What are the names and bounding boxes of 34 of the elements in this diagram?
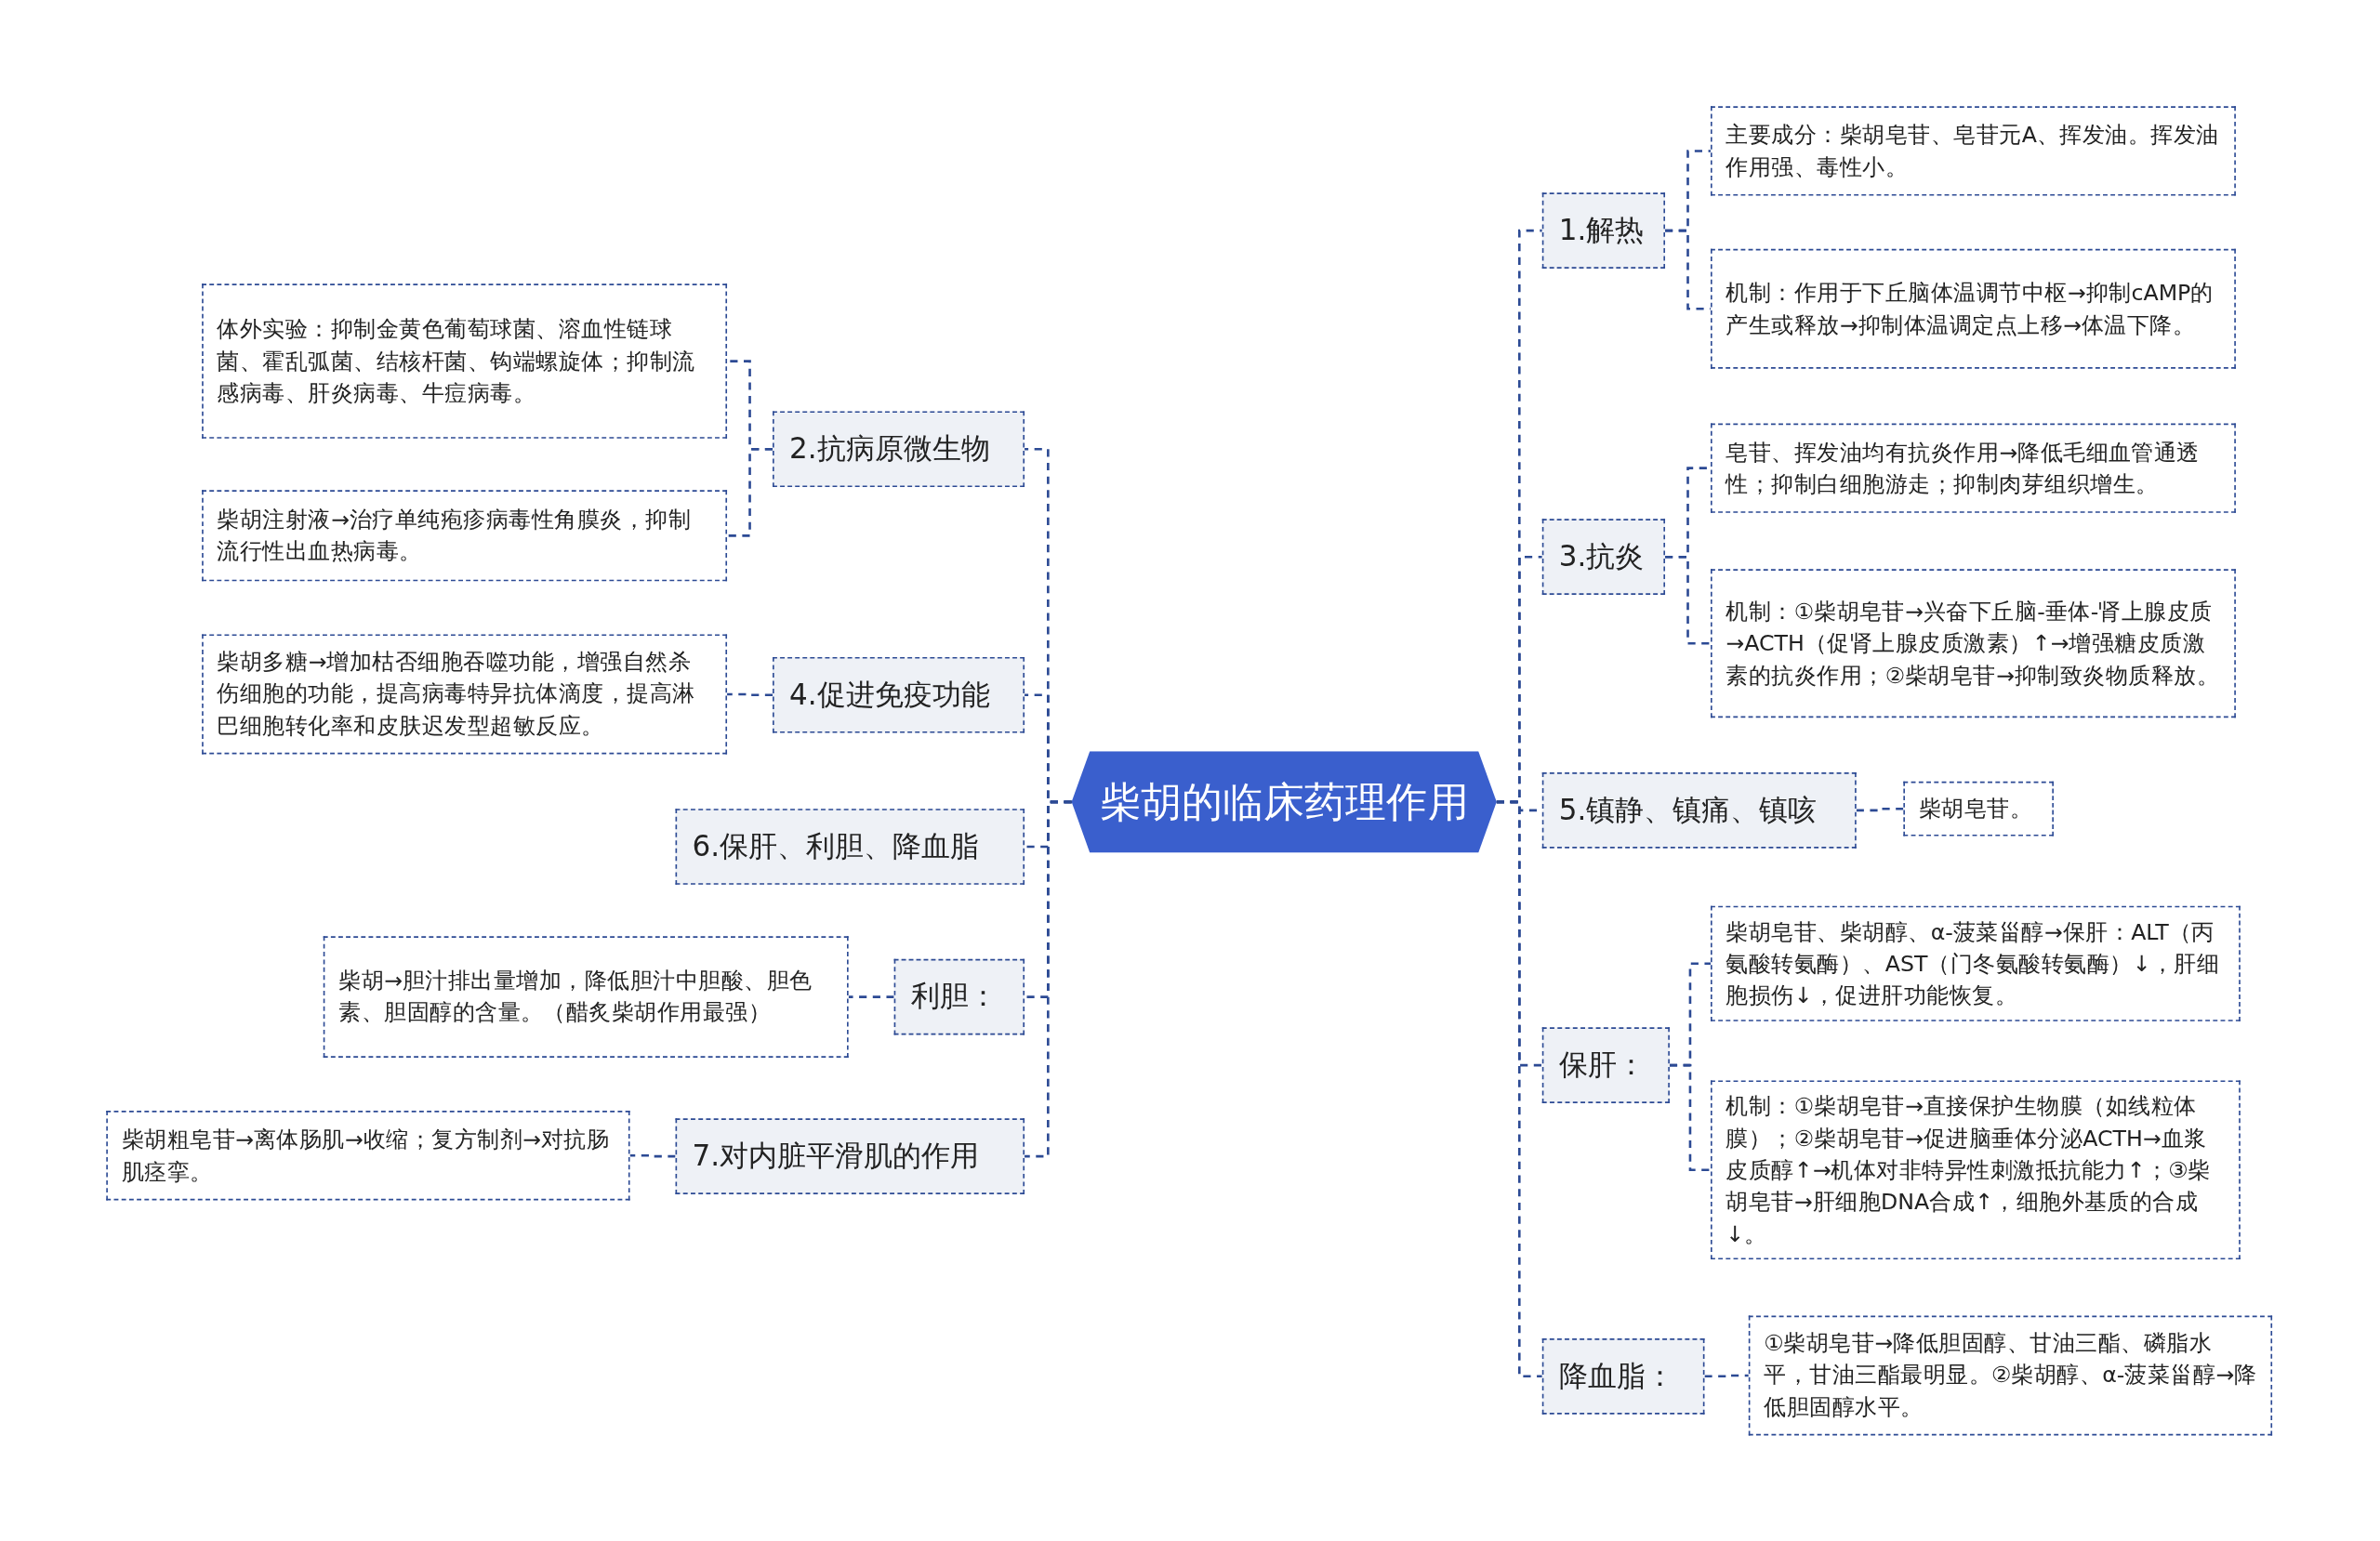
topic-box: 4.促进免疫功能 — [773, 656, 1025, 733]
note-box: 柴胡注射液→治疗单纯疱疹病毒性角膜炎，抑制流行性出血热病毒。 — [202, 490, 728, 582]
connector-line — [1704, 1374, 1749, 1378]
connector-line — [727, 692, 773, 697]
central-topic-box: 柴胡的临床药理作用 — [1071, 751, 1497, 853]
topic-box: 3.抗炎 — [1541, 519, 1665, 595]
connector-line — [727, 447, 773, 537]
note-box: 皂苷、挥发油均有抗炎作用→降低毛细血管通透性；抑制白细胞游走；抑制肉芽组织增生。 — [1711, 423, 2236, 513]
note-box: ①柴胡皂苷→降低胆固醇、甘油三酯、磷脂水平，甘油三酯最明显。②柴胡醇、α-菠菜甾醇→降低胆固醇水平。 — [1748, 1315, 2273, 1436]
note-box: 主要成分：柴胡皂苷、皂苷元A、挥发油。挥发油作用强、毒性小。 — [1711, 106, 2236, 196]
note-box: 机制：作用于下丘脑体温调节中枢→抑制cAMP的产生或释放→抑制体温调定点上移→体温下降。 — [1711, 248, 2236, 369]
topic-box: 利胆： — [893, 958, 1025, 1035]
topic-box: 6.保肝、利胆、降血脂 — [675, 809, 1025, 885]
note-box: 柴胡皂苷、柴胡醇、α-菠菜甾醇→保肝：ALT（丙氨酸转氨酶）、AST（门冬氨酸转氨酶）↓，肝细胞损伤↓，促进肝功能恢复。 — [1711, 905, 2241, 1021]
note-box: 柴胡多糖→增加枯否细胞吞噬功能，增强自然杀伤细胞的功能，提高病毒特异抗体滴度，提高淋巴细胞转化率和皮肤迟发型超敏反应。 — [202, 634, 728, 755]
note-box: 柴胡粗皂苷→离体肠肌→收缩；复方制剂→对抗肠肌痉挛。 — [106, 1111, 630, 1201]
topic-box: 1.解热 — [1541, 192, 1665, 269]
topic-box: 2.抗病原微生物 — [773, 411, 1025, 488]
note-box: 体外实验：抑制金黄色葡萄球菌、溶血性链球菌、霍乱弧菌、结核杆菌、钩端螺旋体；抑制流感病毒、肝炎病毒、牛痘病毒。 — [202, 283, 728, 439]
topic-box: 7.对内脏平滑肌的作用 — [675, 1118, 1025, 1194]
note-box: 柴胡皂苷。 — [1903, 781, 2054, 836]
connector-line — [1856, 807, 1904, 812]
note-box: 机制：①柴胡皂苷→直接保护生物膜（如线粒体膜）；②柴胡皂苷→促进脑垂体分泌ACTH→血浆皮质醇↑→机体对非特异性刺激抵抗能力↑；③柴胡皂苷→肝细胞DNA合成↑，细胞外基质的合成↓。 — [1711, 1080, 2241, 1260]
note-box: 机制：①柴胡皂苷→兴奋下丘脑-垂体-肾上腺皮质→ACTH（促肾上腺皮质激素）↑→增强糖皮质激素的抗炎作用；②柴胡皂苷→抑制致炎物质释放。 — [1711, 569, 2236, 718]
connector-line — [1669, 1063, 1711, 1172]
topic-box: 保肝： — [1541, 1027, 1670, 1103]
connector-line — [1665, 555, 1711, 645]
topic-box: 降血脂： — [1541, 1338, 1705, 1415]
connector-line — [1025, 800, 1072, 1158]
topic-box: 5.镇静、镇痛、镇咳 — [1541, 772, 1857, 849]
connector-line — [629, 1153, 676, 1158]
note-box: 柴胡→胆汁排出量增加，降低胆汁中胆酸、胆色素、胆固醇的含量。（醋炙柴胡作用最强） — [323, 936, 849, 1058]
connector-line — [848, 995, 894, 998]
connector-line — [1496, 800, 1542, 1378]
